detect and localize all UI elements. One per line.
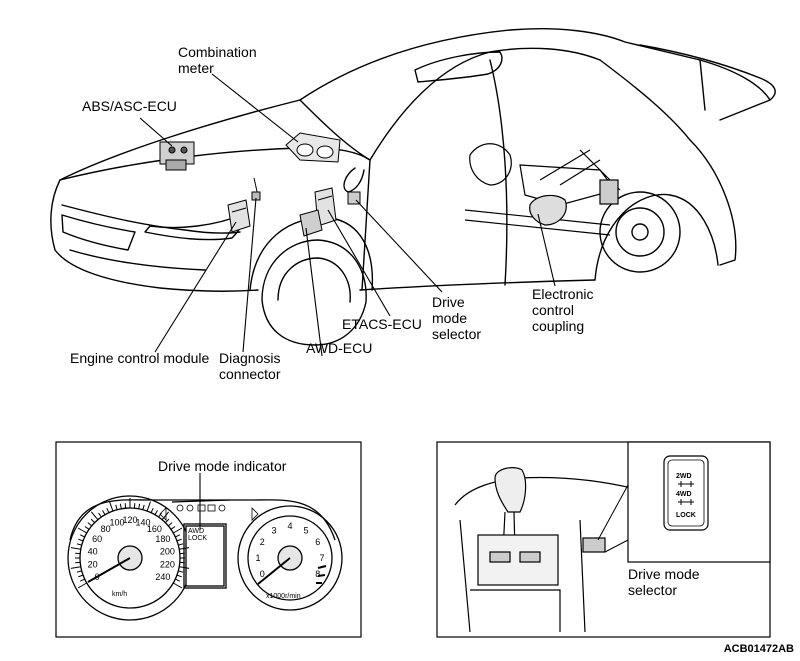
speedometer-tick-mark [106,507,110,513]
speedometer-tick-mark [178,543,184,546]
speedometer-tick-mark [84,526,90,530]
car-outline [50,28,776,346]
tachometer-tick-label: 8 [315,569,320,579]
speedometer-tick-mark [170,526,176,530]
tachometer-tick-label: 4 [287,521,292,531]
speedometer-tick-mark [167,522,173,527]
tachometer-tick-label: 1 [255,553,260,563]
speedometer-tick-mark [77,582,87,589]
speedometer-tick-label: 120 [122,515,137,525]
speedometer-tick-label: 40 [88,546,98,556]
speedometer-tick-label: 140 [135,517,150,527]
speedometer-tick-mark [70,547,81,550]
label-electronic-control-coupling: Electronic control coupling [532,286,594,334]
combination-meter-part [285,132,341,163]
speedometer-tick-marks [70,498,190,589]
speedometer-tick-mark [77,527,87,534]
speedometer-tick-label: 80 [101,524,111,534]
label-awd-ecu: AWD-ECU [306,340,373,356]
speedometer-tick-mark [78,538,84,542]
speedometer-tick-mark [142,504,145,510]
speedometer-tick-mark [79,578,85,582]
speedometer-tick-mark [87,522,93,527]
figure-id: ACB01472AB [723,643,794,655]
speedometer-tick-mark [176,574,182,578]
label-drive-mode-selector-inset: Drive mode selector [628,566,700,598]
speedometer-tick-mark [138,503,141,509]
speedometer-tick-mark [78,574,84,578]
speedometer-tick-mark [176,538,182,542]
tachometer-tick-label: 2 [260,537,265,547]
selector-switch-4wd: 4WD [676,491,692,498]
speedometer-tick-mark [70,566,81,569]
speedometer-tick-mark [175,578,181,582]
speedometer-tick-label: 20 [88,560,98,570]
speedometer-tick-label: 0 [95,572,100,582]
awd-ecu-part [299,209,323,237]
speedometer-tick-mark [98,512,102,518]
speedometer-tick-label: 160 [147,524,162,534]
tachometer-tick-label: 0 [260,569,265,579]
speedometer-tick-mark [76,543,82,546]
tachometer-tick-label: 7 [319,553,324,563]
speedometer-tick-mark [179,566,190,569]
label-combination-meter: Combination meter [178,44,257,76]
speedometer-tick-mark [102,510,106,515]
speedometer-tick-mark [79,534,85,538]
indicator-text-awd: AWD [188,528,204,535]
tachometer-tick-label: 3 [271,525,276,535]
label-engine-control-module: Engine control module [70,350,210,366]
speedometer-tick-mark [179,547,190,550]
speedometer-tick-label: 220 [160,560,175,570]
tachometer-tick-label: 5 [303,525,308,535]
speedometer-tick-mark [90,518,95,523]
speedometer-tick-label: 200 [160,546,175,556]
selector-inset-panel: 2WD 4WD LOCK [436,441,771,638]
abs-asc-ecu-part [159,141,195,171]
rear-drivetrain [464,143,621,236]
label-drive-mode-selector: Drive mode selector [432,294,482,342]
speedometer-tick-mark [178,570,184,573]
selector-switch-2wd: 2WD [676,473,692,480]
label-diagnosis-connector: Diagnosis connector [219,350,281,382]
label-etacs-ecu: ETACS-ECU [342,316,422,332]
speedometer-tick-mark [109,501,114,512]
label-drive-mode-indicator: Drive mode indicator [158,458,287,474]
speedometer-tick-label: 60 [92,534,102,544]
speedometer-tick-mark [154,510,158,515]
speedometer-tick-mark [76,570,82,573]
speedometer-tick-mark [161,511,169,521]
speedometer-tick-mark [165,518,170,523]
speedometer-tick-mark [91,511,99,521]
speedometer-tick-mark [173,527,183,534]
leader-lines [139,73,556,357]
speedometer-tick-mark [146,501,151,512]
tachometer-tick-label: 6 [315,537,320,547]
speedometer-tick-mark [119,503,122,509]
engine-control-module-part [227,199,251,233]
speedometer-tick-label: 240 [155,572,170,582]
tachometer-unit: x1000r/min [266,593,301,600]
speedometer-unit: km/h [112,591,127,598]
indicator-text-lock: LOCK [188,535,207,542]
speedometer-tick-label: 100 [109,517,124,527]
speedometer-tick-mark [173,582,183,589]
diagnosis-connector-part [251,177,261,201]
label-abs-asc-ecu: ABS/ASC-ECU [82,98,177,114]
speedometer-tick-mark [115,504,118,510]
speedometer-tick-mark [158,512,162,518]
selector-switch-lock: LOCK [676,512,696,519]
speedometer-tick-mark [175,534,181,538]
speedometer-tick-mark [150,507,154,513]
speedometer-tick-label: 180 [155,534,170,544]
warning-lamp-icons [159,504,259,521]
